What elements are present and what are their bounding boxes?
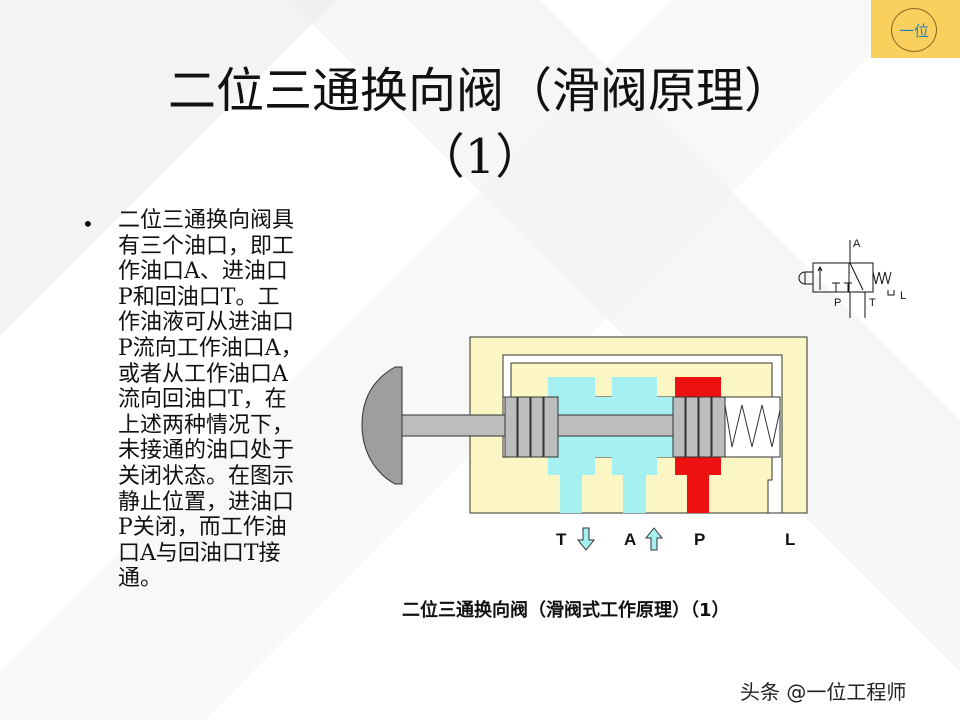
symbol-label-l: L <box>900 290 907 302</box>
logo-badge: 一位 <box>871 0 960 58</box>
port-label-a: A <box>624 530 637 549</box>
description-line: P关闭，而工作油 <box>118 515 287 541</box>
symbol-label-a: A <box>853 238 861 250</box>
description-line: 或者从工作油口A <box>118 361 288 387</box>
symbol-label-p: P <box>834 297 842 309</box>
description-line: 静止位置，进油口 <box>118 489 295 515</box>
description-line: 通。 <box>118 566 163 592</box>
description-line: 作油口A、进油口 <box>118 259 288 285</box>
watermark: 头条 @一位工程师 <box>740 680 907 704</box>
slide-title: 二位三通换向阀（滑阀原理） （1） <box>70 58 890 190</box>
symbol-label-t: T <box>869 297 876 309</box>
description-line: 有三个油口，即工 <box>118 233 295 259</box>
left-spool-land <box>504 396 559 458</box>
description-line: 口A与回油口T接 <box>118 540 281 566</box>
description-line: P流向工作油口A， <box>118 335 303 361</box>
port-label-l: L <box>785 530 796 549</box>
title-line-2: （1） <box>416 129 544 185</box>
valve-symbol <box>798 240 895 318</box>
push-knob <box>361 366 403 485</box>
description-line: 关闭状态。在图示 <box>118 463 295 489</box>
logo-text: 一位 <box>891 8 937 52</box>
description-line: 未接通的油口处于 <box>118 438 295 464</box>
description-line: 流向回油口T，在 <box>118 387 287 413</box>
description-line: 上述两种情况下， <box>118 412 295 438</box>
diagram-caption: 二位三通换向阀（滑阀式工作原理）（1） <box>402 600 730 621</box>
return-oil-region <box>548 377 675 513</box>
right-spool-land <box>672 396 726 458</box>
title-line-1: 二位三通换向阀（滑阀原理） <box>167 63 792 119</box>
arrow-up-icon <box>644 527 664 551</box>
port-label-t: T <box>556 530 567 549</box>
arrow-down-icon <box>576 527 596 551</box>
description-line: P和回油口T。工 <box>118 284 280 310</box>
port-label-p: P <box>694 530 706 549</box>
spring <box>724 404 781 448</box>
bullet-icon: • <box>82 212 94 236</box>
description-line: 作油液可从进油口 <box>118 310 295 336</box>
description-line: 二位三通换向阀具 <box>118 208 295 233</box>
